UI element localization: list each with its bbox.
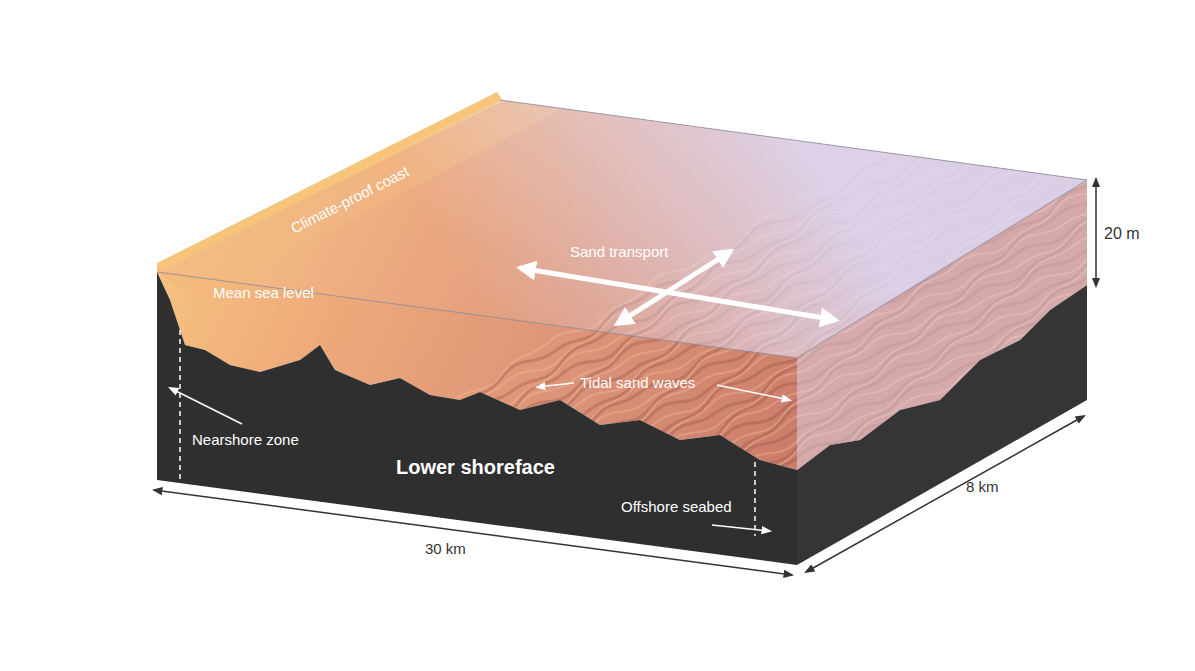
transport-label: Sand transport — [570, 243, 668, 261]
sand-wave — [1087, 202, 1195, 571]
water-outline — [157, 100, 1087, 358]
leader-arrow — [537, 383, 574, 387]
width-dimension: 8 km — [966, 478, 999, 496]
leader-arrow — [170, 388, 242, 424]
zone-title: Lower shoreface — [396, 455, 555, 479]
transport-arrow — [617, 251, 731, 324]
water-side — [797, 180, 1087, 470]
zone-boundary — [754, 462, 756, 536]
dimension-arrow — [154, 490, 792, 575]
dimension-arrow — [1095, 179, 1097, 286]
leader-arrow — [717, 385, 790, 400]
leader-arrow — [712, 525, 770, 531]
zone-label: Offshore seabed — [621, 498, 732, 516]
zone-boundary — [179, 330, 181, 485]
zone-label: Nearshore zone — [192, 431, 299, 449]
dimension-arrow — [806, 416, 1084, 572]
sea-level-label: Mean sea level — [213, 284, 314, 302]
transport-arrow — [520, 268, 836, 320]
sand-wave-label: Tidal sand waves — [580, 374, 695, 392]
depth-dimension: 20 m — [1104, 224, 1140, 244]
length-dimension: 30 km — [425, 540, 466, 558]
